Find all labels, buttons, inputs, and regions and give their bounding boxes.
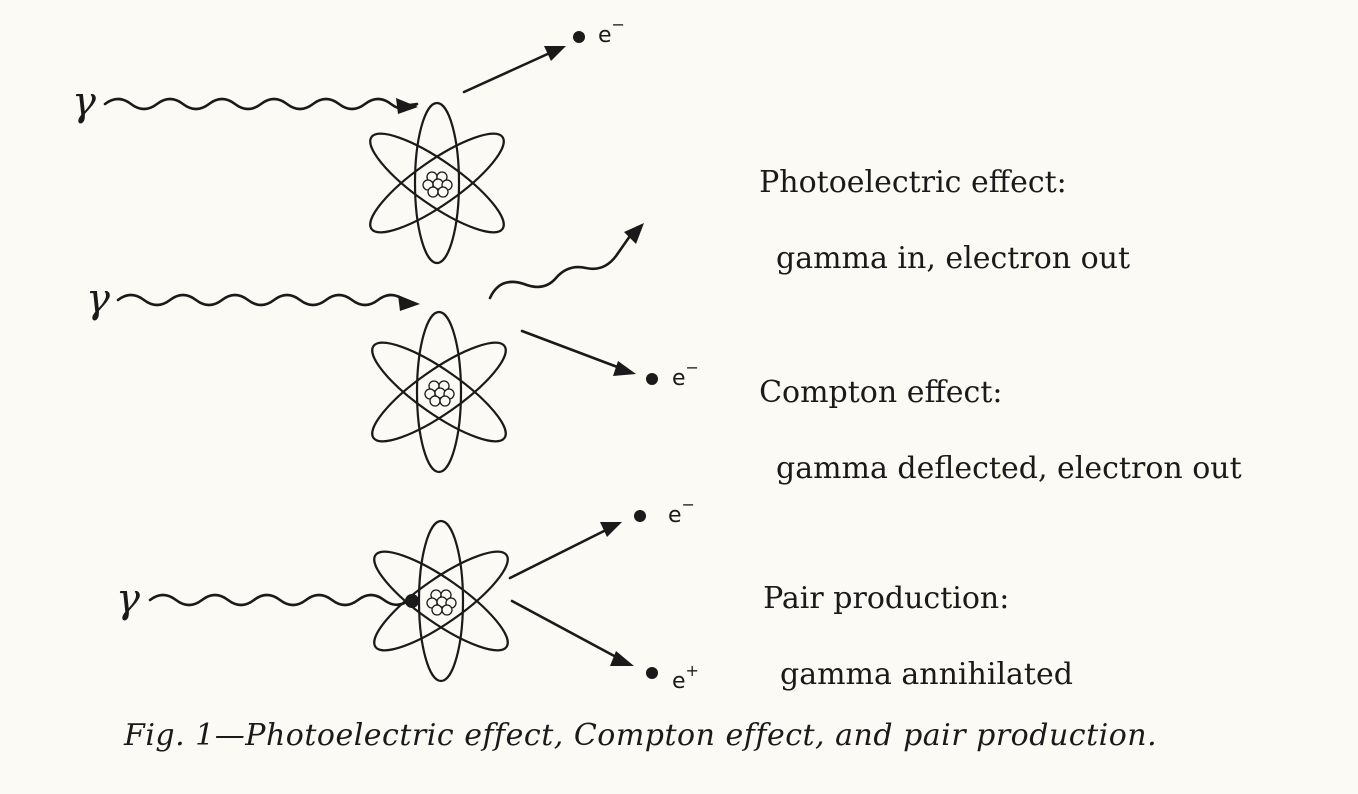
effect-title: Pair production: [763, 581, 1010, 616]
effect-title: Photoelectric effect: [759, 165, 1067, 200]
photoelectric-description: Photoelectric effect: gamma in, electron… [740, 126, 1130, 316]
arrowhead [396, 98, 418, 114]
effect-description: gamma annihilated [780, 657, 1073, 692]
electron-dot [634, 510, 646, 522]
figure-caption: Fig. 1—Photoelectric effect, Compton eff… [124, 718, 1158, 753]
positron-label: e+ [672, 661, 699, 694]
scattered-gamma-wave [488, 234, 632, 300]
arrowhead [544, 46, 566, 61]
electron-label: e− [672, 358, 699, 391]
electron-label: e− [598, 15, 625, 48]
positron-dot [646, 667, 658, 679]
compton-description: Compton effect: gamma deflected, electro… [740, 336, 1242, 526]
electron-dot [573, 31, 585, 43]
gamma-label-photoelectric: γ [72, 79, 96, 125]
electron-dot [646, 373, 658, 385]
effect-title: Compton effect: [759, 375, 1003, 410]
electron-arrow-photoelectric [462, 50, 554, 94]
arrowhead [624, 223, 644, 244]
positron-arrow [510, 599, 620, 660]
arrowhead [398, 295, 420, 311]
electron-label: e− [668, 495, 695, 528]
gamma-label-pair: γ [116, 576, 140, 622]
effect-description: gamma deflected, electron out [776, 451, 1242, 486]
arrowhead [613, 361, 636, 376]
gamma-wave-compton [116, 293, 406, 307]
gamma-label-compton: γ [86, 276, 110, 322]
arrowhead [610, 651, 634, 666]
atom-compton [361, 312, 517, 472]
gamma-wave-photoelectric [103, 97, 419, 111]
annihilation-point [405, 594, 419, 608]
atom-photoelectric [359, 103, 515, 263]
effect-description: gamma in, electron out [776, 241, 1131, 276]
gamma-wave-pair [148, 593, 410, 607]
arrowhead [600, 522, 622, 537]
electron-arrow-pair [508, 528, 608, 580]
pair-production-description: Pair production: gamma annihilated [744, 542, 1073, 732]
electron-arrow-compton [520, 329, 622, 370]
